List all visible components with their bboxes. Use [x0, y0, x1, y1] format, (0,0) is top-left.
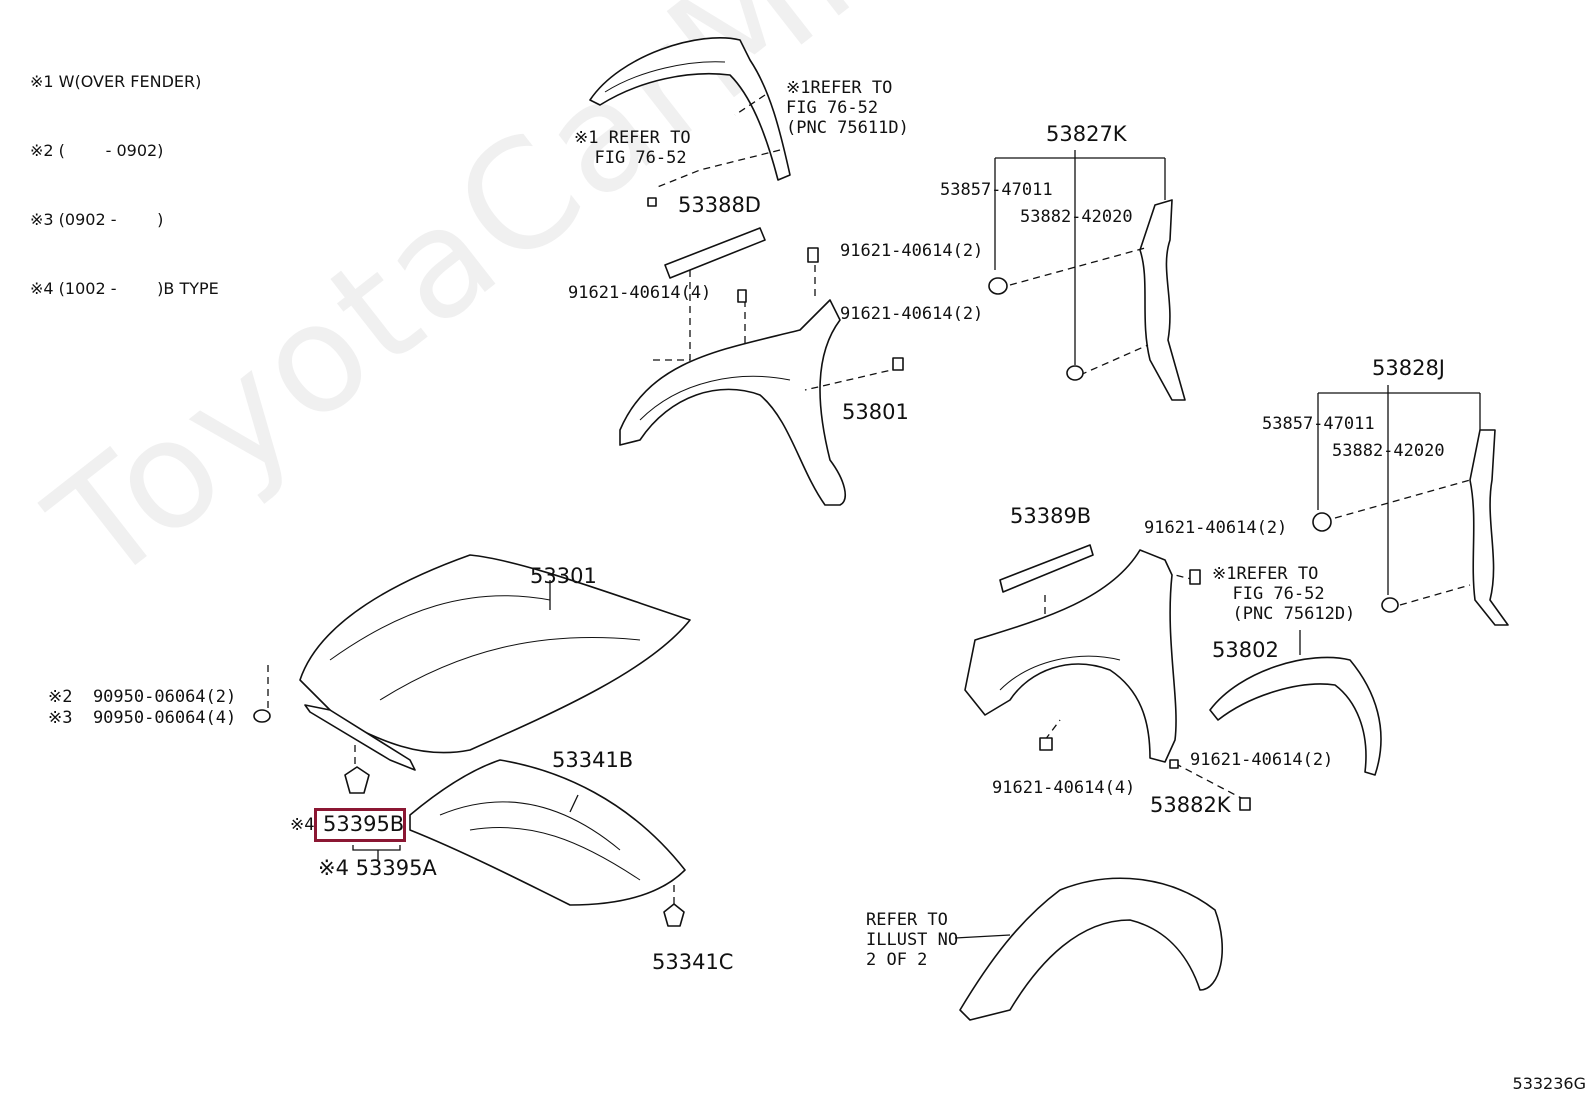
part-label-91621-top4: 91621-40614(4) [568, 283, 712, 303]
seal-53388d-drawing [650, 227, 766, 361]
part-label-90950-3: ※3 90950-06064(4) [48, 708, 237, 728]
part-label-91621-2a: 91621-40614(2) [840, 241, 984, 261]
part-label-53827k: 53827K [1046, 122, 1127, 146]
part-label-53857-a: 53857-47011 [940, 180, 1053, 200]
legend-line: ※4 (1002 - )B TYPE [30, 279, 219, 298]
front-fender-53802-drawing [964, 549, 1251, 811]
part-label-53857-b: 53857-47011 [1262, 414, 1375, 434]
over-fender-top-drawing [589, 37, 791, 207]
part-label-53801: 53801 [842, 400, 909, 424]
part-label-53828j: 53828J [1372, 356, 1445, 380]
part-label-53882-a: 53882-42020 [1020, 207, 1133, 227]
part-label-90950-2: ※2 90950-06064(2) [48, 687, 237, 707]
clips-drawing [344, 745, 685, 927]
bracket-53827k-drawing [988, 150, 1186, 401]
legend-line: ※2 ( - 0902) [30, 141, 164, 160]
bracket-53828j-drawing [1312, 385, 1509, 626]
part-label-91621-2d: 91621-40614(2) [1190, 750, 1334, 770]
part-label-91621-4-bot: 91621-40614(4) [992, 778, 1136, 798]
part-label-53395a: ※4 53395A [318, 856, 437, 880]
diagram-code: 533236G [1512, 1074, 1586, 1093]
refer-note-right: ※1REFER TO FIG 76-52 (PNC 75612D) [1212, 564, 1356, 624]
part-label-53802: 53802 [1212, 638, 1279, 662]
highlighted-part-box[interactable]: 53395B [314, 808, 406, 842]
refer-note-top-left: ※1 REFER TO FIG 76-52 [574, 128, 691, 168]
part-label-53341c: 53341C [652, 950, 734, 974]
part-label-53882k: 53882K [1150, 793, 1231, 817]
insulator-53341b-drawing [409, 759, 686, 906]
over-fender-right-drawing [1209, 630, 1382, 776]
part-label-53395b[interactable]: 53395B [323, 812, 405, 836]
legend-line: ※3 (0902 - ) [30, 210, 164, 229]
part-label-53389b: 53389B [1010, 504, 1092, 528]
part-label-53395b-prefix: ※4 [290, 815, 315, 835]
hood-53301-drawing [253, 554, 691, 771]
part-label-53388d: 53388D [678, 193, 761, 217]
part-label-53301: 53301 [530, 564, 597, 588]
legend-line: ※1 W(OVER FENDER) [30, 72, 202, 91]
refer-note-illust: REFER TO ILLUST NO 2 OF 2 [866, 910, 959, 970]
fender-liner-drawing [954, 877, 1223, 1021]
part-label-91621-2c: 91621-40614(2) [1144, 518, 1288, 538]
legend: ※1 W(OVER FENDER) ※2 ( - 0902) ※3 (0902 … [30, 24, 219, 323]
front-fender-53801-drawing [619, 247, 904, 506]
part-label-53882-b: 53882-42020 [1332, 441, 1445, 461]
part-label-91621-2b: 91621-40614(2) [840, 304, 984, 324]
refer-note-top-right: ※1REFER TO FIG 76-52 (PNC 75611D) [786, 78, 909, 138]
part-label-53341b: 53341B [552, 748, 634, 772]
